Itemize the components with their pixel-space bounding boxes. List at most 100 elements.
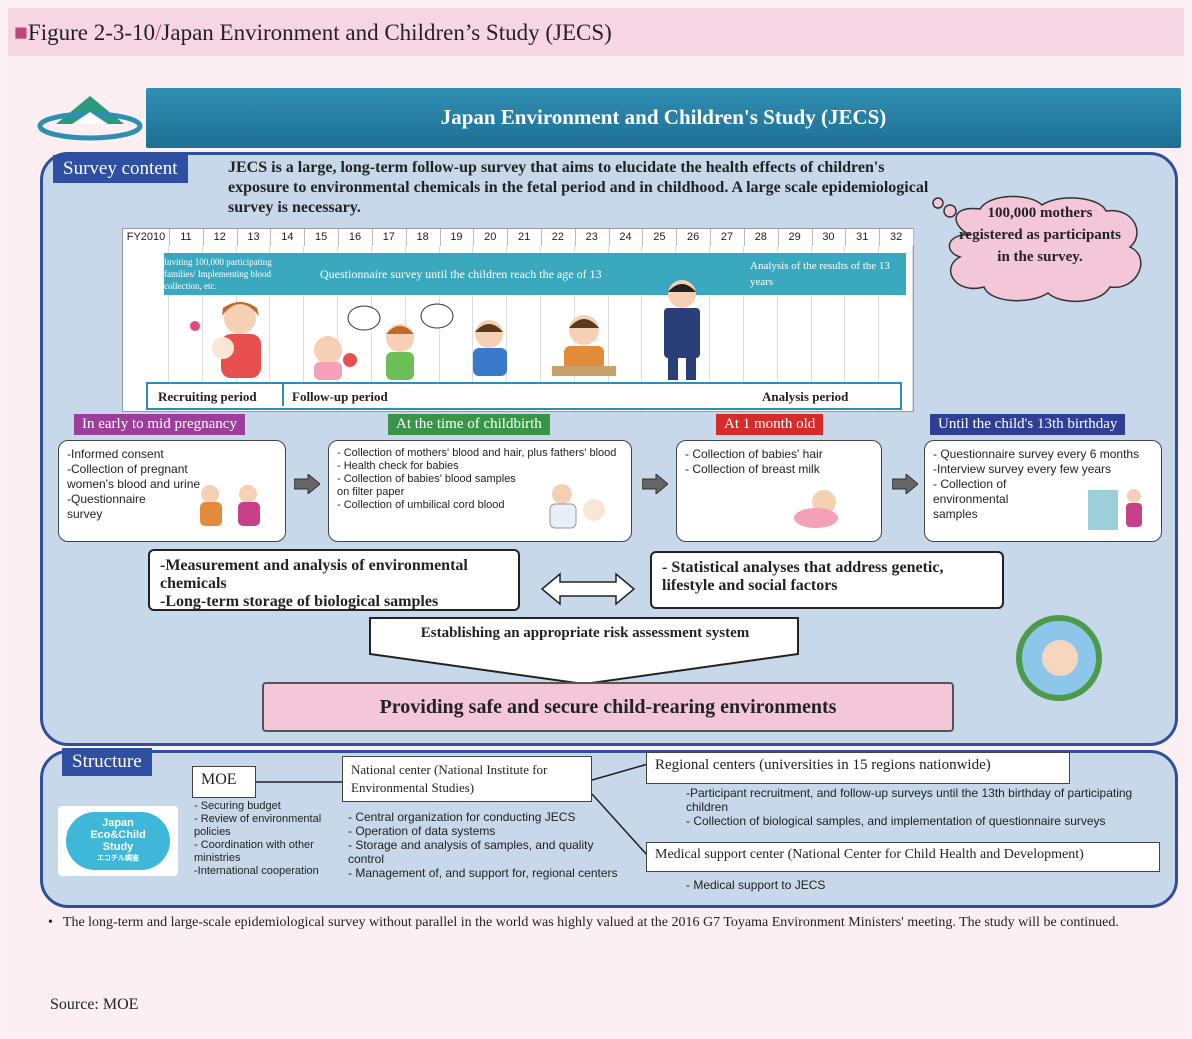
national-item: - Storage and analysis of samples, and q… [348, 838, 594, 866]
doctor-baby-illustration [549, 484, 605, 529]
statistical-box: - Statistical analyses that address gene… [650, 551, 1004, 609]
survey-content-tag: Survey content [53, 155, 188, 183]
year-gridline [709, 246, 711, 411]
footnote: • The long-term and large-scale epidemiol… [48, 914, 1158, 932]
stage-box-1month: - Collection of babies' hair - Collectio… [676, 440, 882, 542]
regional-item: -Participant recruitment, and follow-up … [686, 786, 1133, 814]
logo-text: Eco&Child [90, 829, 146, 841]
structure-lines [256, 763, 649, 857]
moe-logo-icon [37, 96, 143, 141]
year-cell: 27 [710, 229, 745, 246]
goal-box: Providing safe and secure child-rearing … [262, 682, 954, 732]
year-gridline [607, 246, 609, 411]
timeline-analysis-text: Analysis of the results of the 13 years [750, 260, 890, 288]
moe-item: - Securing budget [194, 800, 281, 812]
national-item: - Management of, and support for, region… [348, 866, 618, 880]
year-gridline [878, 246, 880, 411]
year-cell: 16 [338, 229, 373, 246]
consultation-illustration [200, 485, 260, 526]
baby-illustration [314, 336, 357, 380]
year-cell: 23 [575, 229, 610, 246]
stage-item: - Health check for babies [337, 460, 459, 472]
year-cell: 25 [642, 229, 678, 246]
stage-item: - Questionnaire survey every 6 months [933, 447, 1140, 461]
stage-item: -Questionnaire survey [67, 492, 146, 521]
stage-box-childbirth: - Collection of mothers' blood and hair,… [328, 440, 632, 542]
year-cell: 13 [237, 229, 272, 246]
national-item: - Operation of data systems [348, 824, 496, 838]
recruiting-period-box [146, 382, 284, 406]
year-gridline [776, 246, 778, 411]
source: Source: MOE [50, 996, 139, 1013]
year-gridline [201, 246, 203, 411]
survey-description: JECS is a large, long-term follow-up sur… [228, 159, 929, 216]
year-cell: 21 [507, 229, 542, 246]
logo-text: エコチル調査 [97, 855, 139, 862]
stage-item: -Collection of pregnant women's blood an… [67, 462, 201, 491]
year-cell: 31 [845, 229, 881, 246]
stage-label-1month: At 1 month old [716, 414, 824, 435]
moe-box: MOE [192, 766, 256, 798]
year-gridline [641, 246, 643, 411]
year-gridline [303, 246, 305, 411]
title-marker: ■ [14, 20, 28, 45]
stage-item: -Informed consent [67, 447, 164, 461]
year-cell: 11 [169, 229, 204, 246]
banner-title: Japan Environment and Children's Study (… [440, 105, 887, 129]
year-cell: 22 [541, 229, 576, 246]
year-cell: 15 [304, 229, 340, 246]
year-gridline [844, 246, 846, 411]
storage-line: -Long-term storage of biological samples [160, 593, 439, 610]
teen-illustration [664, 280, 700, 380]
baby-crawling-illustration [794, 490, 838, 528]
stage-box-13th: - Questionnaire survey every 6 months -I… [924, 440, 1162, 542]
measurement-box: -Measurement and analysis of environment… [148, 549, 520, 611]
year-cell: 30 [812, 229, 847, 246]
regional-items: -Participant recruitment, and follow-up … [686, 786, 1156, 828]
regional-centers-box: Regional centers (universities in 15 reg… [646, 752, 1070, 784]
year-gridline [810, 246, 812, 411]
risk-pentagon-icon [369, 617, 799, 686]
measurement-line: -Measurement and analysis of environment… [160, 557, 468, 592]
arrow-right-icon [892, 474, 918, 494]
year-gridline [269, 246, 271, 411]
bullet-icon: • [48, 915, 53, 930]
medical-center-box: Medical support center (National Center … [646, 842, 1160, 872]
globe-baby-icon [1016, 615, 1102, 701]
arrow-right-icon [642, 474, 668, 494]
timeline-questionnaire-text: Questionnaire survey until the children … [320, 267, 602, 281]
stage-item: - Collection of breast milk [685, 462, 820, 476]
thought-cloud-icon [932, 195, 1142, 303]
year-cell: 19 [440, 229, 475, 246]
footnote-text: The long-term and large-scale epidemiolo… [62, 915, 1119, 930]
stage-label-13th: Until the child's 13th birthday [930, 414, 1126, 435]
stage-label-childbirth: At the time of childbirth [388, 414, 550, 435]
moe-item: - Coordination with other ministries [194, 839, 314, 864]
year-cell: 26 [676, 229, 712, 246]
double-arrow-icon [540, 572, 636, 606]
regional-item: - Collection of biological samples, and … [686, 814, 1106, 828]
stage-label-pregnancy: In early to mid pregnancy [74, 414, 245, 435]
arrow-right-icon [294, 474, 320, 494]
stage-item: - Collection of babies' blood samples on… [337, 473, 516, 498]
figure-header [8, 8, 1184, 56]
student-illustration [552, 315, 616, 376]
year-cell: 20 [473, 229, 509, 246]
national-items: - Central organization for conducting JE… [348, 810, 618, 880]
year-gridline [506, 246, 508, 411]
year-cell: 18 [406, 229, 441, 246]
stage-item: - Collection of environmental samples [933, 477, 1009, 521]
figure-title: ■Figure 2-3-10/Japan Environment and Chi… [14, 20, 612, 46]
timeline-recruit-text: Inviting 100,000 participating families/… [164, 257, 272, 291]
title-slash: / [155, 20, 162, 45]
year-cell: 17 [372, 229, 407, 246]
moe-item: - Review of environmental policies [194, 813, 322, 838]
year-gridline [912, 246, 913, 411]
year-gridline [540, 246, 541, 411]
year-cell: 14 [270, 229, 306, 246]
title-banner [146, 88, 1181, 148]
national-center-box: National center (National Institute for … [342, 756, 592, 802]
toddler-illustration [347, 303, 454, 380]
medical-item: - Medical support to JECS [686, 878, 826, 892]
year-gridline [742, 246, 744, 411]
